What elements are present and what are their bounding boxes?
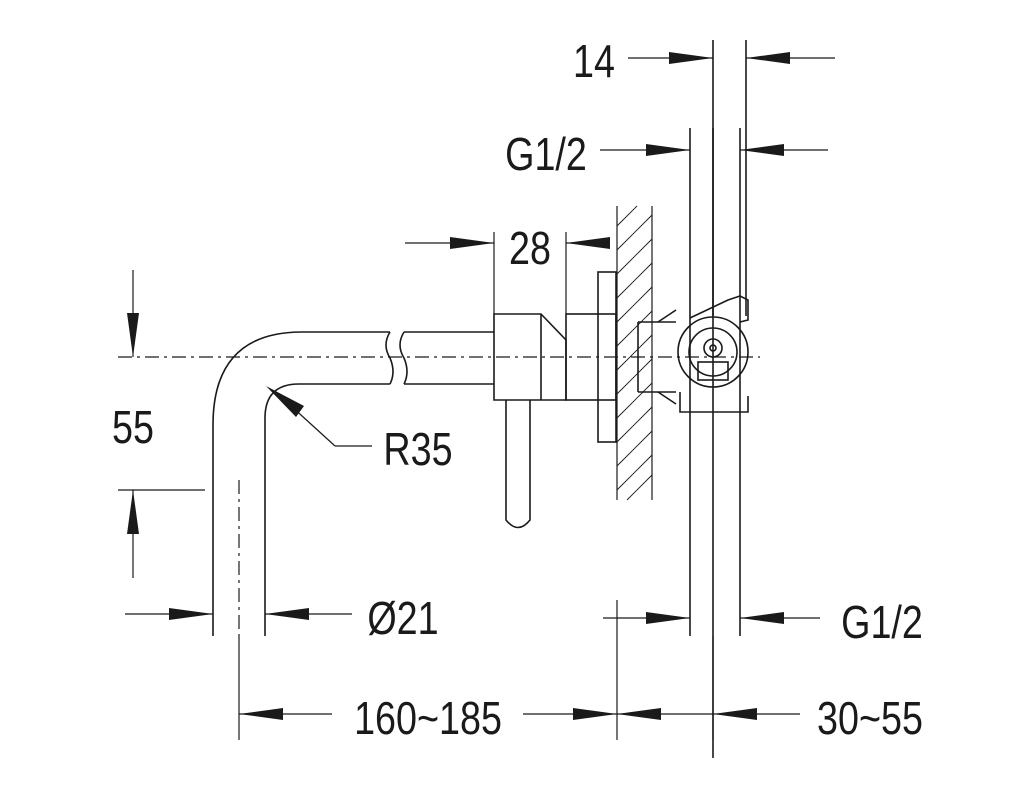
label-55: 55: [112, 401, 154, 452]
dimension-g12-bottom: [603, 600, 820, 740]
dimension-d21: [125, 608, 352, 620]
vertical-pipe: [689, 40, 747, 758]
wall-section: [616, 205, 653, 501]
dimension-14: [628, 52, 835, 64]
label-160-185: 160~185: [354, 692, 502, 743]
dimension-28: [405, 232, 610, 314]
label-r35: R35: [383, 423, 452, 474]
center-lines: [118, 356, 760, 636]
label-g12-bottom: G1/2: [841, 596, 923, 647]
spout: [212, 331, 494, 636]
dimension-r35: [266, 386, 372, 447]
dimension-55: [118, 270, 205, 578]
lever-handle: [493, 313, 567, 529]
label-30-55: 30~55: [817, 692, 923, 743]
label-d21: Ø21: [367, 592, 438, 643]
label-g12-top: G1/2: [505, 128, 587, 179]
dimension-length: [238, 636, 800, 740]
label-28: 28: [509, 222, 551, 273]
label-14: 14: [573, 35, 615, 86]
dimension-g12-top: [600, 144, 828, 156]
